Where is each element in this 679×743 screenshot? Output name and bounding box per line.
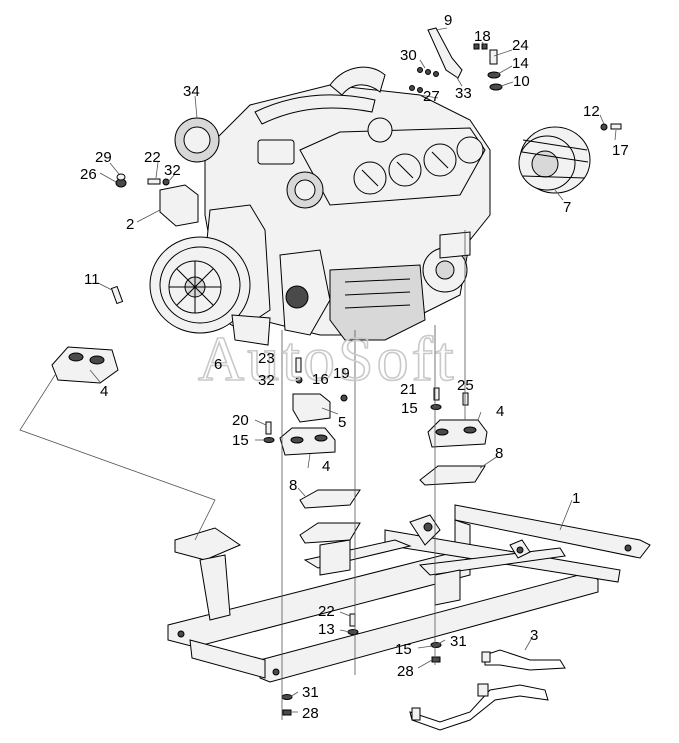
callout-16: 16: [312, 371, 329, 388]
leader-lines: [89, 27, 617, 713]
callout-29: 29: [95, 149, 112, 166]
callout-27: 27: [423, 88, 440, 105]
callout-5: 5: [338, 414, 346, 431]
mount-4-centre: [279, 427, 336, 456]
callout-11: 11: [84, 271, 100, 288]
callout-26: 26: [80, 166, 97, 183]
callout-30: 30: [400, 47, 417, 64]
callout-1: 1: [572, 490, 580, 507]
bracket-5: [292, 393, 331, 423]
bolt-stacks: [263, 357, 469, 716]
callout-34: 34: [183, 83, 200, 100]
callout-28a: 28: [397, 663, 414, 680]
callout-23: 23: [258, 350, 275, 367]
callout-32: 32: [164, 162, 181, 179]
callout-22b: 22: [318, 603, 335, 620]
mount-4-right: [427, 419, 488, 448]
callout-8a: 8: [289, 477, 297, 494]
watermark: AutoSoft: [198, 323, 457, 394]
callout-6: 6: [214, 356, 222, 373]
callout-31b: 31: [302, 684, 319, 701]
callout-4b: 4: [496, 403, 504, 420]
callout-15b: 15: [232, 432, 249, 449]
callout-13: 13: [318, 621, 335, 638]
callout-18: 18: [474, 28, 491, 45]
callout-19: 19: [333, 365, 350, 382]
callout-9: 9: [444, 12, 452, 29]
callout-labels: 9 18 24 30 14 10 33 27 34 12 17 29 26 22…: [80, 12, 629, 722]
callout-28b: 28: [302, 705, 319, 722]
mount-4-left: [51, 346, 119, 384]
callout-24: 24: [512, 37, 529, 54]
bracket-2: [159, 184, 199, 227]
callout-7: 7: [563, 199, 571, 216]
engine-assembly: [149, 66, 491, 346]
callout-14: 14: [512, 55, 529, 72]
callout-3: 3: [530, 627, 538, 644]
callout-12: 12: [583, 103, 600, 120]
callout-15c: 15: [395, 641, 412, 658]
left-hardware: [115, 173, 170, 188]
stud-11: [110, 285, 124, 305]
pulley-7: [518, 126, 591, 194]
crankshaft-pulley: [149, 236, 251, 334]
callout-2: 2: [126, 216, 134, 233]
callout-17: 17: [612, 142, 629, 159]
callout-32b: 32: [258, 372, 275, 389]
callout-20: 20: [232, 412, 249, 429]
pads-8: [299, 465, 486, 544]
callout-4a: 4: [100, 383, 108, 400]
callout-33: 33: [455, 85, 472, 102]
bracket-9: [427, 27, 463, 79]
callout-25: 25: [457, 377, 474, 394]
subframe-1: [167, 504, 651, 683]
callout-10: 10: [513, 73, 530, 90]
callout-21: 21: [400, 381, 417, 398]
callout-8b: 8: [495, 445, 503, 462]
callout-31a: 31: [450, 633, 467, 650]
callout-22: 22: [144, 149, 161, 166]
top-hardware: [409, 43, 622, 131]
callout-15a: 15: [401, 400, 418, 417]
callout-4c: 4: [322, 458, 330, 475]
harness-3: [409, 649, 566, 731]
